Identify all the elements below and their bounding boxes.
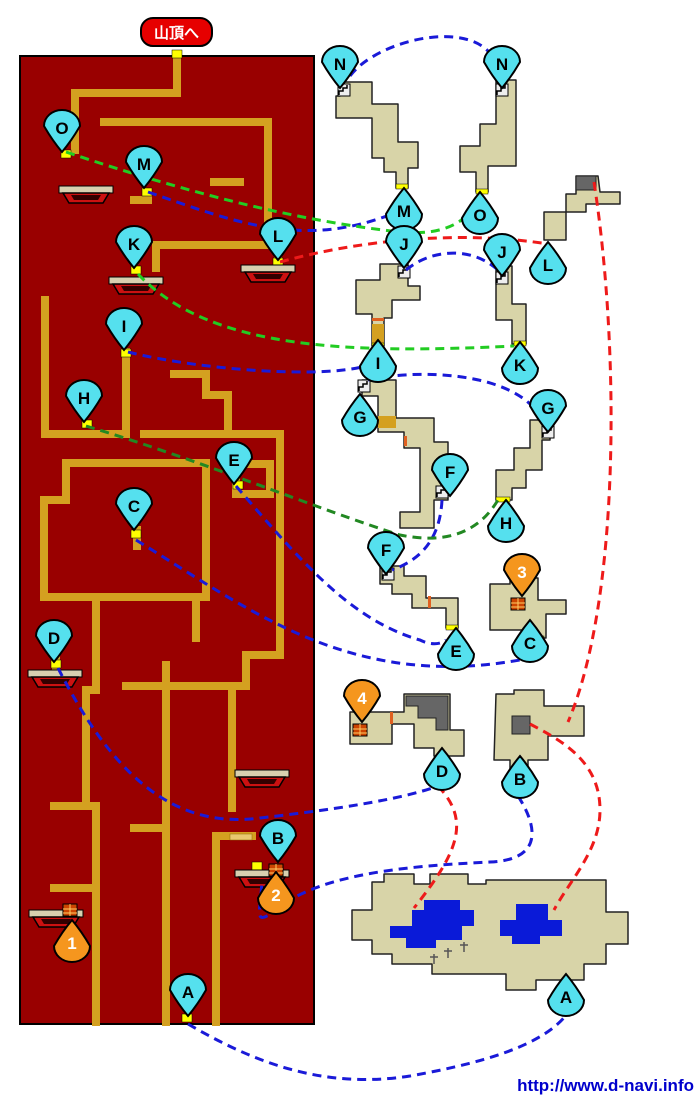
treasure-chest-icon xyxy=(352,723,368,737)
marker-label: N xyxy=(496,55,508,74)
marker-N[interactable]: N xyxy=(321,45,359,89)
marker-label: D xyxy=(48,629,60,648)
marker-J[interactable]: J xyxy=(483,233,521,277)
marker-label: M xyxy=(397,202,411,221)
marker-A[interactable]: A xyxy=(169,973,207,1017)
marker-label: K xyxy=(128,235,141,254)
platform-icon xyxy=(234,769,290,788)
item-marker-3[interactable]: 3 xyxy=(503,553,541,597)
marker-M[interactable]: M xyxy=(125,145,163,189)
item-label: 4 xyxy=(357,689,367,708)
marker-label: H xyxy=(500,514,512,533)
platform-icon xyxy=(108,276,164,295)
tower-stair-points xyxy=(50,49,284,1023)
site-url-link[interactable]: http://www.d-navi.info xyxy=(517,1076,694,1095)
marker-label: O xyxy=(473,206,486,225)
marker-label: E xyxy=(450,642,461,661)
marker-label: G xyxy=(541,399,554,418)
platform-icon xyxy=(240,264,296,283)
marker-label: I xyxy=(376,354,381,373)
area-door-strips xyxy=(372,318,431,724)
marker-label: M xyxy=(137,155,151,174)
water xyxy=(390,900,562,948)
marker-L[interactable]: L xyxy=(259,217,297,261)
marker-label: L xyxy=(543,256,553,275)
platform-icon xyxy=(27,669,83,688)
marker-B[interactable]: B xyxy=(259,819,297,863)
marker-O[interactable]: O xyxy=(43,109,81,153)
marker-label: B xyxy=(514,770,526,789)
item-markers: 1 2 3 4 xyxy=(53,553,541,963)
marker-F[interactable]: F xyxy=(367,531,405,575)
marker-F[interactable]: F xyxy=(431,453,469,497)
marker-D[interactable]: D xyxy=(35,619,73,663)
marker-label: A xyxy=(182,983,194,1002)
item-marker-4[interactable]: 4 xyxy=(343,679,381,723)
summit-sign-label: 山頂へ xyxy=(154,25,199,42)
marker-I[interactable]: I xyxy=(105,307,143,351)
marker-label: I xyxy=(122,317,127,336)
marker-label: N xyxy=(334,55,346,74)
marker-label: J xyxy=(399,235,408,254)
area-gold-tiles xyxy=(372,324,396,428)
stairs-up-icon xyxy=(357,379,371,393)
marker-K[interactable]: K xyxy=(115,225,153,269)
marker-label: G xyxy=(353,408,366,427)
marker-N[interactable]: N xyxy=(483,45,521,89)
treasure-chest-icon xyxy=(510,597,526,611)
marker-label: O xyxy=(55,119,68,138)
cross-icon xyxy=(430,942,468,964)
item-label: 2 xyxy=(271,886,280,905)
marker-C[interactable]: C xyxy=(115,487,153,531)
marker-label: F xyxy=(445,463,455,482)
marker-label: L xyxy=(273,227,283,246)
area-dark-tiles xyxy=(405,175,597,735)
marker-label: C xyxy=(128,497,140,516)
marker-label: C xyxy=(524,634,536,653)
marker-label: E xyxy=(228,451,239,470)
treasure-chest-icon xyxy=(62,903,78,917)
marker-label: B xyxy=(272,829,284,848)
platform-icon xyxy=(58,185,114,204)
item-label: 1 xyxy=(67,934,76,953)
marker-E[interactable]: E xyxy=(215,441,253,485)
marker-label: A xyxy=(560,988,572,1007)
marker-H[interactable]: H xyxy=(65,379,103,423)
marker-J[interactable]: J xyxy=(385,225,423,269)
tower-panel xyxy=(19,49,315,1026)
tower-markers: O M K L I H E C D B A xyxy=(35,109,297,1017)
area-markers: N N M O J J L I K G G F F H E C D B A xyxy=(321,45,585,1017)
item-label: 3 xyxy=(517,563,526,582)
tower-bridge xyxy=(229,833,253,841)
marker-label: D xyxy=(436,762,448,781)
summit-sign[interactable]: 山頂へ xyxy=(140,17,213,47)
marker-label: F xyxy=(381,541,391,560)
marker-label: K xyxy=(514,356,527,375)
marker-label: J xyxy=(497,243,506,262)
marker-label: H xyxy=(78,389,90,408)
marker-G[interactable]: G xyxy=(529,389,567,433)
